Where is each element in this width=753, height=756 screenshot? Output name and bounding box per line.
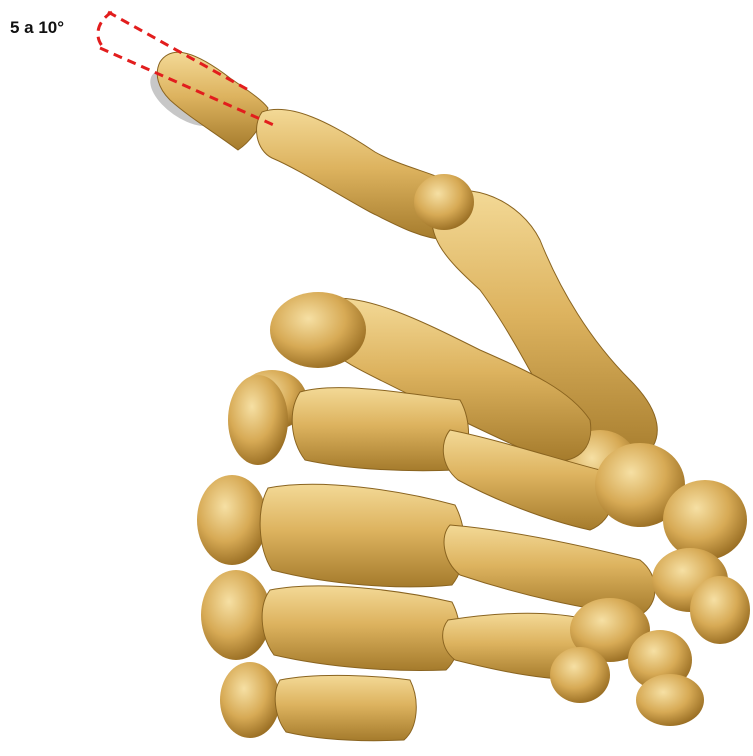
middle-knuckle <box>270 292 366 368</box>
third-middle-phalanx <box>260 484 464 587</box>
index-joint-knuckle <box>414 174 474 230</box>
carpal-h <box>550 647 610 703</box>
angle-arc <box>98 12 112 48</box>
angle-label: 5 a 10° <box>10 18 64 38</box>
fifth-distal-cap <box>220 662 280 738</box>
ring-middle-phalanx <box>292 388 468 471</box>
ring-distal-cap <box>228 375 288 465</box>
fourth-distal-cap <box>201 570 271 660</box>
carpal-d <box>690 576 750 644</box>
carpal-b <box>663 480 747 560</box>
third-distal-cap <box>197 475 267 565</box>
bottom-finger-curled <box>220 662 416 741</box>
carpal-g <box>636 674 704 726</box>
fourth-middle-phalanx <box>262 586 460 671</box>
index-distal-phalanx <box>157 52 268 150</box>
fifth-middle-phalanx <box>275 675 416 740</box>
